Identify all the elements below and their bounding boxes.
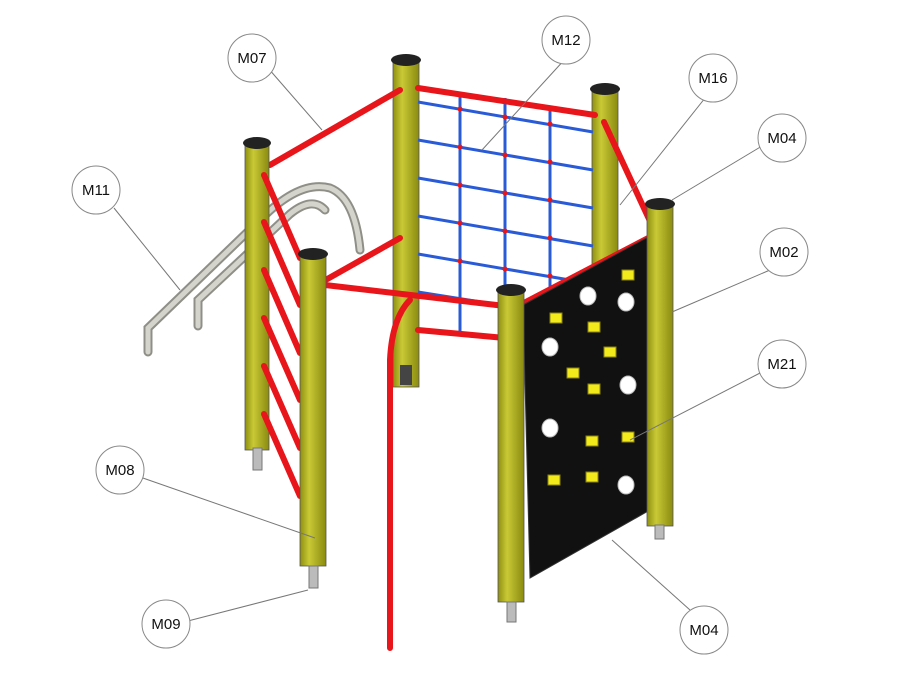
callout-m07: M07: [227, 33, 277, 83]
rail-top-back: [415, 85, 598, 118]
ladder-rungs: [261, 172, 303, 499]
rail-bottom-front: [322, 282, 508, 309]
label-m21: M21: [767, 356, 796, 373]
callout-m04-bottom: M04: [679, 605, 729, 655]
fireman-pole: [387, 297, 413, 651]
label-m04-bottom: M04: [689, 622, 718, 639]
rail-top-right: [601, 119, 658, 235]
callout-m11: M11: [71, 165, 121, 215]
callout-m12: M12: [541, 15, 591, 65]
callout-m08: M08: [95, 445, 145, 495]
label-m02: M02: [769, 244, 798, 261]
post-back-center: [391, 54, 421, 388]
callout-m04-top: M04: [757, 113, 807, 163]
rail-top-left: [267, 87, 403, 168]
label-m16: M16: [698, 70, 727, 87]
leader-lines: [113, 57, 771, 623]
panel-holes: [541, 286, 637, 495]
callout-m21: M21: [757, 339, 807, 389]
label-m08: M08: [105, 462, 134, 479]
steel-rail-front-highlight: [145, 184, 363, 355]
steel-rail-back-highlight: [195, 201, 328, 329]
rail-bottom-back: [415, 327, 508, 341]
net-knots: [457, 106, 553, 279]
post-front-right: [645, 198, 675, 540]
label-m11: M11: [82, 182, 110, 199]
post-front-center: [496, 284, 526, 623]
callout-m16: M16: [688, 53, 738, 103]
label-m04-top: M04: [767, 130, 796, 147]
callout-m09: M09: [141, 599, 191, 649]
post-left-front: [298, 248, 328, 589]
post-left-rear: [243, 137, 271, 471]
steel-ladder: [143, 182, 365, 357]
label-m09: M09: [151, 616, 180, 633]
label-m12: M12: [551, 32, 580, 49]
callout-m02: M02: [759, 227, 809, 277]
climbing-panel: [522, 235, 651, 579]
rail-mid-left: [319, 235, 403, 285]
panel-holds: [547, 269, 635, 486]
label-m07: M07: [237, 50, 266, 67]
